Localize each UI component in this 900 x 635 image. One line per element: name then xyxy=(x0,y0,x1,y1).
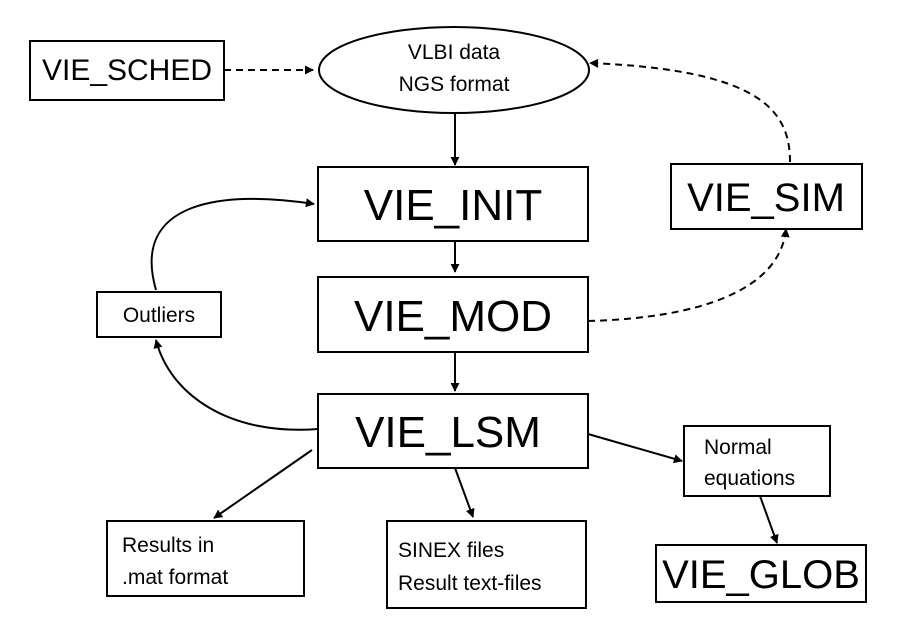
edge-vie-mod-to-vie-sim xyxy=(587,228,790,322)
node-normal-equations: Normal equations xyxy=(683,425,831,497)
node-outliers: Outliers xyxy=(96,291,222,338)
node-normal-equations-line1: Normal xyxy=(704,436,772,459)
edge-normal-equations-to-vie-glob xyxy=(759,495,779,544)
edge-vie-sim-to-vlbi-data xyxy=(589,58,791,163)
node-outliers-label: Outliers xyxy=(123,304,195,327)
node-vie-lsm-label: VIE_LSM xyxy=(355,408,541,457)
node-vie-glob: VIE_GLOB xyxy=(655,544,867,603)
edge-vie-lsm-to-outliers xyxy=(153,339,319,431)
node-sinex-files: SINEX files Result text-files xyxy=(386,520,587,609)
node-normal-equations-line2: equations xyxy=(704,467,795,490)
node-sinex-files-line1: SINEX files xyxy=(398,539,504,562)
node-vlbi-data-line2: NGS format xyxy=(399,73,510,96)
edge-vie-lsm-to-sinex-files xyxy=(454,467,475,518)
node-vlbi-data: VLBI data NGS format xyxy=(318,26,590,114)
node-vie-mod: VIE_MOD xyxy=(317,276,589,353)
node-vie-sched-label: VIE_SCHED xyxy=(42,54,212,87)
node-vie-lsm: VIE_LSM xyxy=(317,393,589,469)
edge-vie-lsm-to-results-mat xyxy=(213,449,313,519)
node-vie-sim: VIE_SIM xyxy=(670,163,863,230)
node-vlbi-data-line1: VLBI data xyxy=(408,41,501,64)
node-vie-init-label: VIE_INIT xyxy=(364,181,543,230)
edge-vie-lsm-to-normal-equations xyxy=(587,433,683,464)
node-results-mat-line1: Results in xyxy=(122,534,214,557)
node-results-mat: Results in .mat format xyxy=(106,520,305,597)
node-vie-sched: VIE_SCHED xyxy=(29,40,225,101)
node-vie-glob-label: VIE_GLOB xyxy=(662,553,860,597)
edge-outliers-to-vie-init xyxy=(150,197,315,291)
node-vie-sim-label: VIE_SIM xyxy=(687,176,845,220)
node-vie-init: VIE_INIT xyxy=(317,166,589,242)
node-sinex-files-line2: Result text-files xyxy=(398,572,542,595)
node-results-mat-line2: .mat format xyxy=(122,566,228,589)
node-vie-mod-label: VIE_MOD xyxy=(354,292,552,341)
